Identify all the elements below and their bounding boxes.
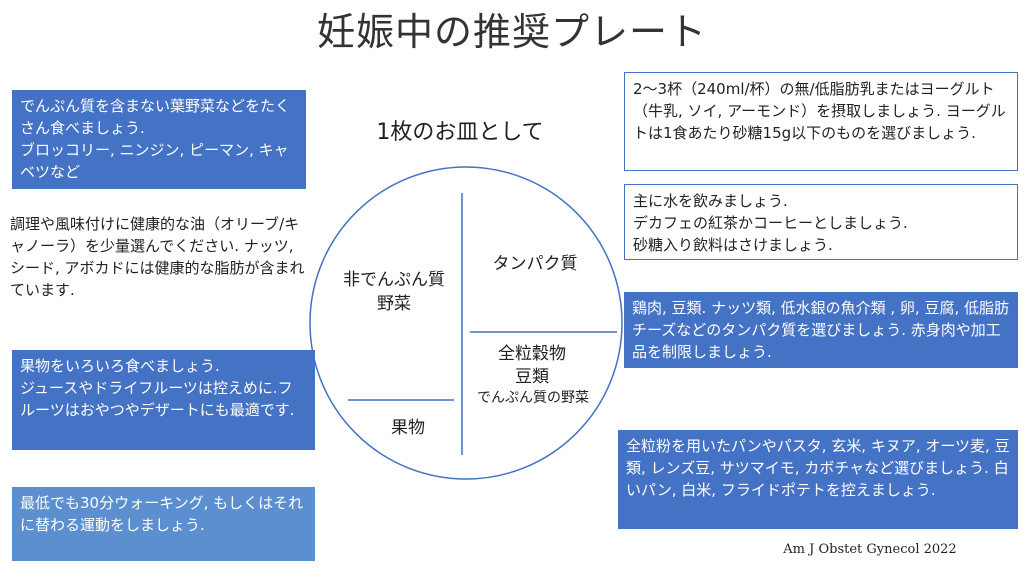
plate-subtitle: 1枚のお皿として: [376, 120, 544, 145]
note-dairy: 2〜3杯（240ml/杯）の無/低脂肪乳またはヨーグルト（牛乳, ソイ, アーモ…: [624, 72, 1018, 171]
note-drinks: 主に水を飲みましょう. デカフェの紅茶かコーヒーとしましょう. 砂糖入り飲料はさ…: [624, 184, 1018, 260]
note-oils: 調理や風味付けに健康的な油（オリーブ/キャノーラ）を少量選んでください. ナッツ…: [10, 215, 305, 299]
plate-section-protein: タンパク質: [492, 254, 578, 274]
plate-section-grains: 全粒穀物 豆類: [498, 344, 566, 387]
page-title: 妊娠中の推奨プレート: [316, 10, 707, 54]
plate-section-grains-sub: でんぷん質の野菜: [477, 390, 589, 406]
note-vegetables: でんぷん質を含まない葉野菜などをたくさん食べましょう. ブロッコリー, ニンジン…: [12, 90, 306, 189]
citation: Am J Obstet Gynecol 2022: [783, 542, 957, 557]
plate-section-vegetables: 非でんぷん質 野菜: [343, 270, 445, 314]
note-grains: 全粒粉を用いたパンやパスタ, 玄米, キヌア, オーツ麦, 豆類, レンズ豆, …: [618, 430, 1018, 529]
note-exercise: 最低でも30分ウォーキング, もしくはそれに替わる運動をしましょう.: [12, 487, 315, 561]
note-protein: 鶏肉, 豆類. ナッツ類, 低水銀の魚介類 , 卵, 豆腐, 低脂肪チーズなどの…: [624, 292, 1018, 368]
plate-section-fruit: 果物: [391, 418, 425, 438]
plate-circle: [309, 166, 623, 480]
note-fruit: 果物をいろいろ食べましょう. ジュースやドライフルーツは控えめに.フルーツはおや…: [12, 350, 315, 450]
